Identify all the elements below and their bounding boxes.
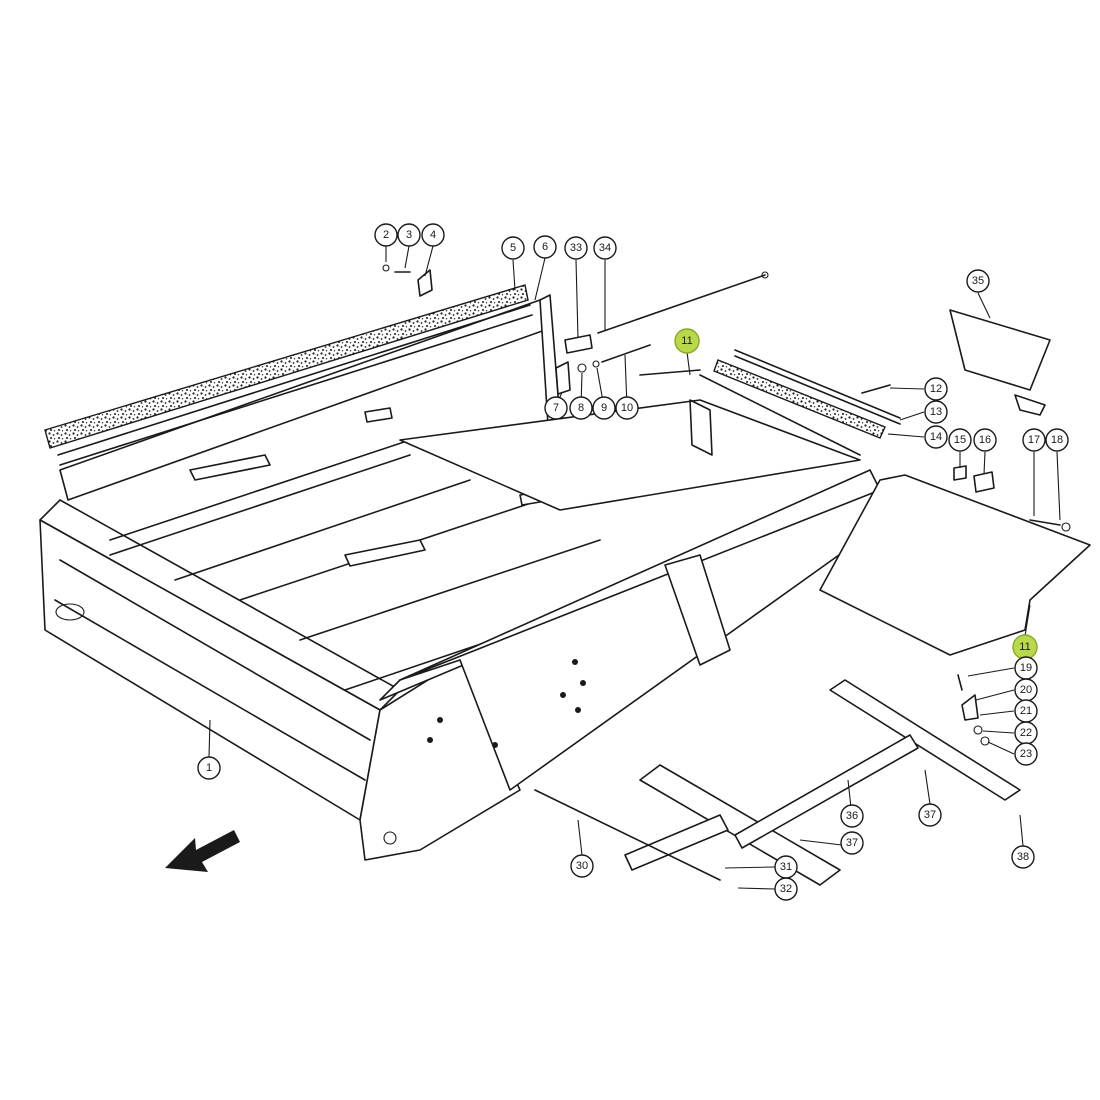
callout-5: 5 — [501, 236, 525, 260]
callout-label: 38 — [1017, 851, 1029, 863]
callout-label: 36 — [846, 810, 858, 822]
callout-17: 17 — [1022, 428, 1046, 452]
callout-13: 13 — [924, 400, 948, 424]
small-parts — [382, 264, 1071, 746]
callout-19: 19 — [1014, 656, 1038, 680]
callout-label: 3 — [406, 229, 412, 241]
callout-label: 18 — [1051, 434, 1063, 446]
callout-label: 5 — [510, 242, 516, 254]
callout-label: 13 — [930, 406, 942, 418]
callout-35: 35 — [966, 269, 990, 293]
callout-label: 4 — [430, 229, 436, 241]
callout-36: 36 — [840, 804, 864, 828]
rubber-strip-14 — [713, 359, 886, 439]
callout-4: 4 — [421, 223, 445, 247]
callout-label: 33 — [570, 242, 582, 254]
callout-label: 10 — [621, 402, 633, 414]
callout-label: 19 — [1020, 662, 1032, 674]
callout-11-top: 11 — [674, 328, 700, 354]
callout-label: 9 — [601, 402, 607, 414]
callout-label: 16 — [979, 434, 991, 446]
callout-38: 38 — [1011, 845, 1035, 869]
callout-label: 6 — [542, 241, 548, 253]
callout-label: 37 — [846, 837, 858, 849]
rubber-strip-5 — [44, 284, 533, 466]
callout-2: 2 — [374, 223, 398, 247]
callout-label: 14 — [930, 431, 942, 443]
callout-8: 8 — [569, 396, 593, 420]
callout-label: 20 — [1020, 684, 1032, 696]
callout-6: 6 — [533, 235, 557, 259]
callout-label: 31 — [780, 861, 792, 873]
callout-label: 34 — [599, 242, 611, 254]
callout-1: 1 — [197, 756, 221, 780]
callout-32: 32 — [774, 877, 798, 901]
callout-16: 16 — [973, 428, 997, 452]
callout-31: 31 — [774, 855, 798, 879]
callout-37-right: 37 — [918, 803, 942, 827]
callout-14: 14 — [924, 425, 948, 449]
callout-label: 32 — [780, 883, 792, 895]
callout-3: 3 — [397, 223, 421, 247]
callout-label: 15 — [954, 434, 966, 446]
callout-label: 22 — [1020, 727, 1032, 739]
callout-label: 23 — [1020, 748, 1032, 760]
callout-21: 21 — [1014, 699, 1038, 723]
support-brackets — [534, 679, 1021, 886]
callout-label: 30 — [576, 860, 588, 872]
callout-11-right: 11 — [1012, 634, 1038, 660]
callout-12: 12 — [924, 377, 948, 401]
callout-33: 33 — [564, 236, 588, 260]
callout-label: 12 — [930, 383, 942, 395]
direction-arrow-icon — [165, 830, 240, 872]
leader-lines — [208, 245, 1061, 890]
callout-20: 20 — [1014, 678, 1038, 702]
callout-label: 11 — [681, 335, 692, 347]
callout-label: 7 — [553, 402, 559, 414]
callout-34: 34 — [593, 236, 617, 260]
callout-label: 37 — [924, 809, 936, 821]
callout-9: 9 — [592, 396, 616, 420]
callout-label: 8 — [578, 402, 584, 414]
callout-15: 15 — [948, 428, 972, 452]
callout-label: 11 — [1019, 641, 1030, 653]
strip-13 — [734, 349, 901, 425]
callout-label: 2 — [383, 229, 389, 241]
callout-label: 21 — [1020, 705, 1032, 717]
callout-30: 30 — [570, 854, 594, 878]
callout-37-mid: 37 — [840, 831, 864, 855]
plate-35 — [949, 309, 1051, 416]
callout-label: 1 — [206, 762, 212, 774]
callout-label: 17 — [1028, 434, 1040, 446]
callout-18: 18 — [1045, 428, 1069, 452]
callout-7: 7 — [544, 396, 568, 420]
callout-label: 35 — [972, 275, 984, 287]
callout-22: 22 — [1014, 721, 1038, 745]
callout-23: 23 — [1014, 742, 1038, 766]
callout-10: 10 — [615, 396, 639, 420]
